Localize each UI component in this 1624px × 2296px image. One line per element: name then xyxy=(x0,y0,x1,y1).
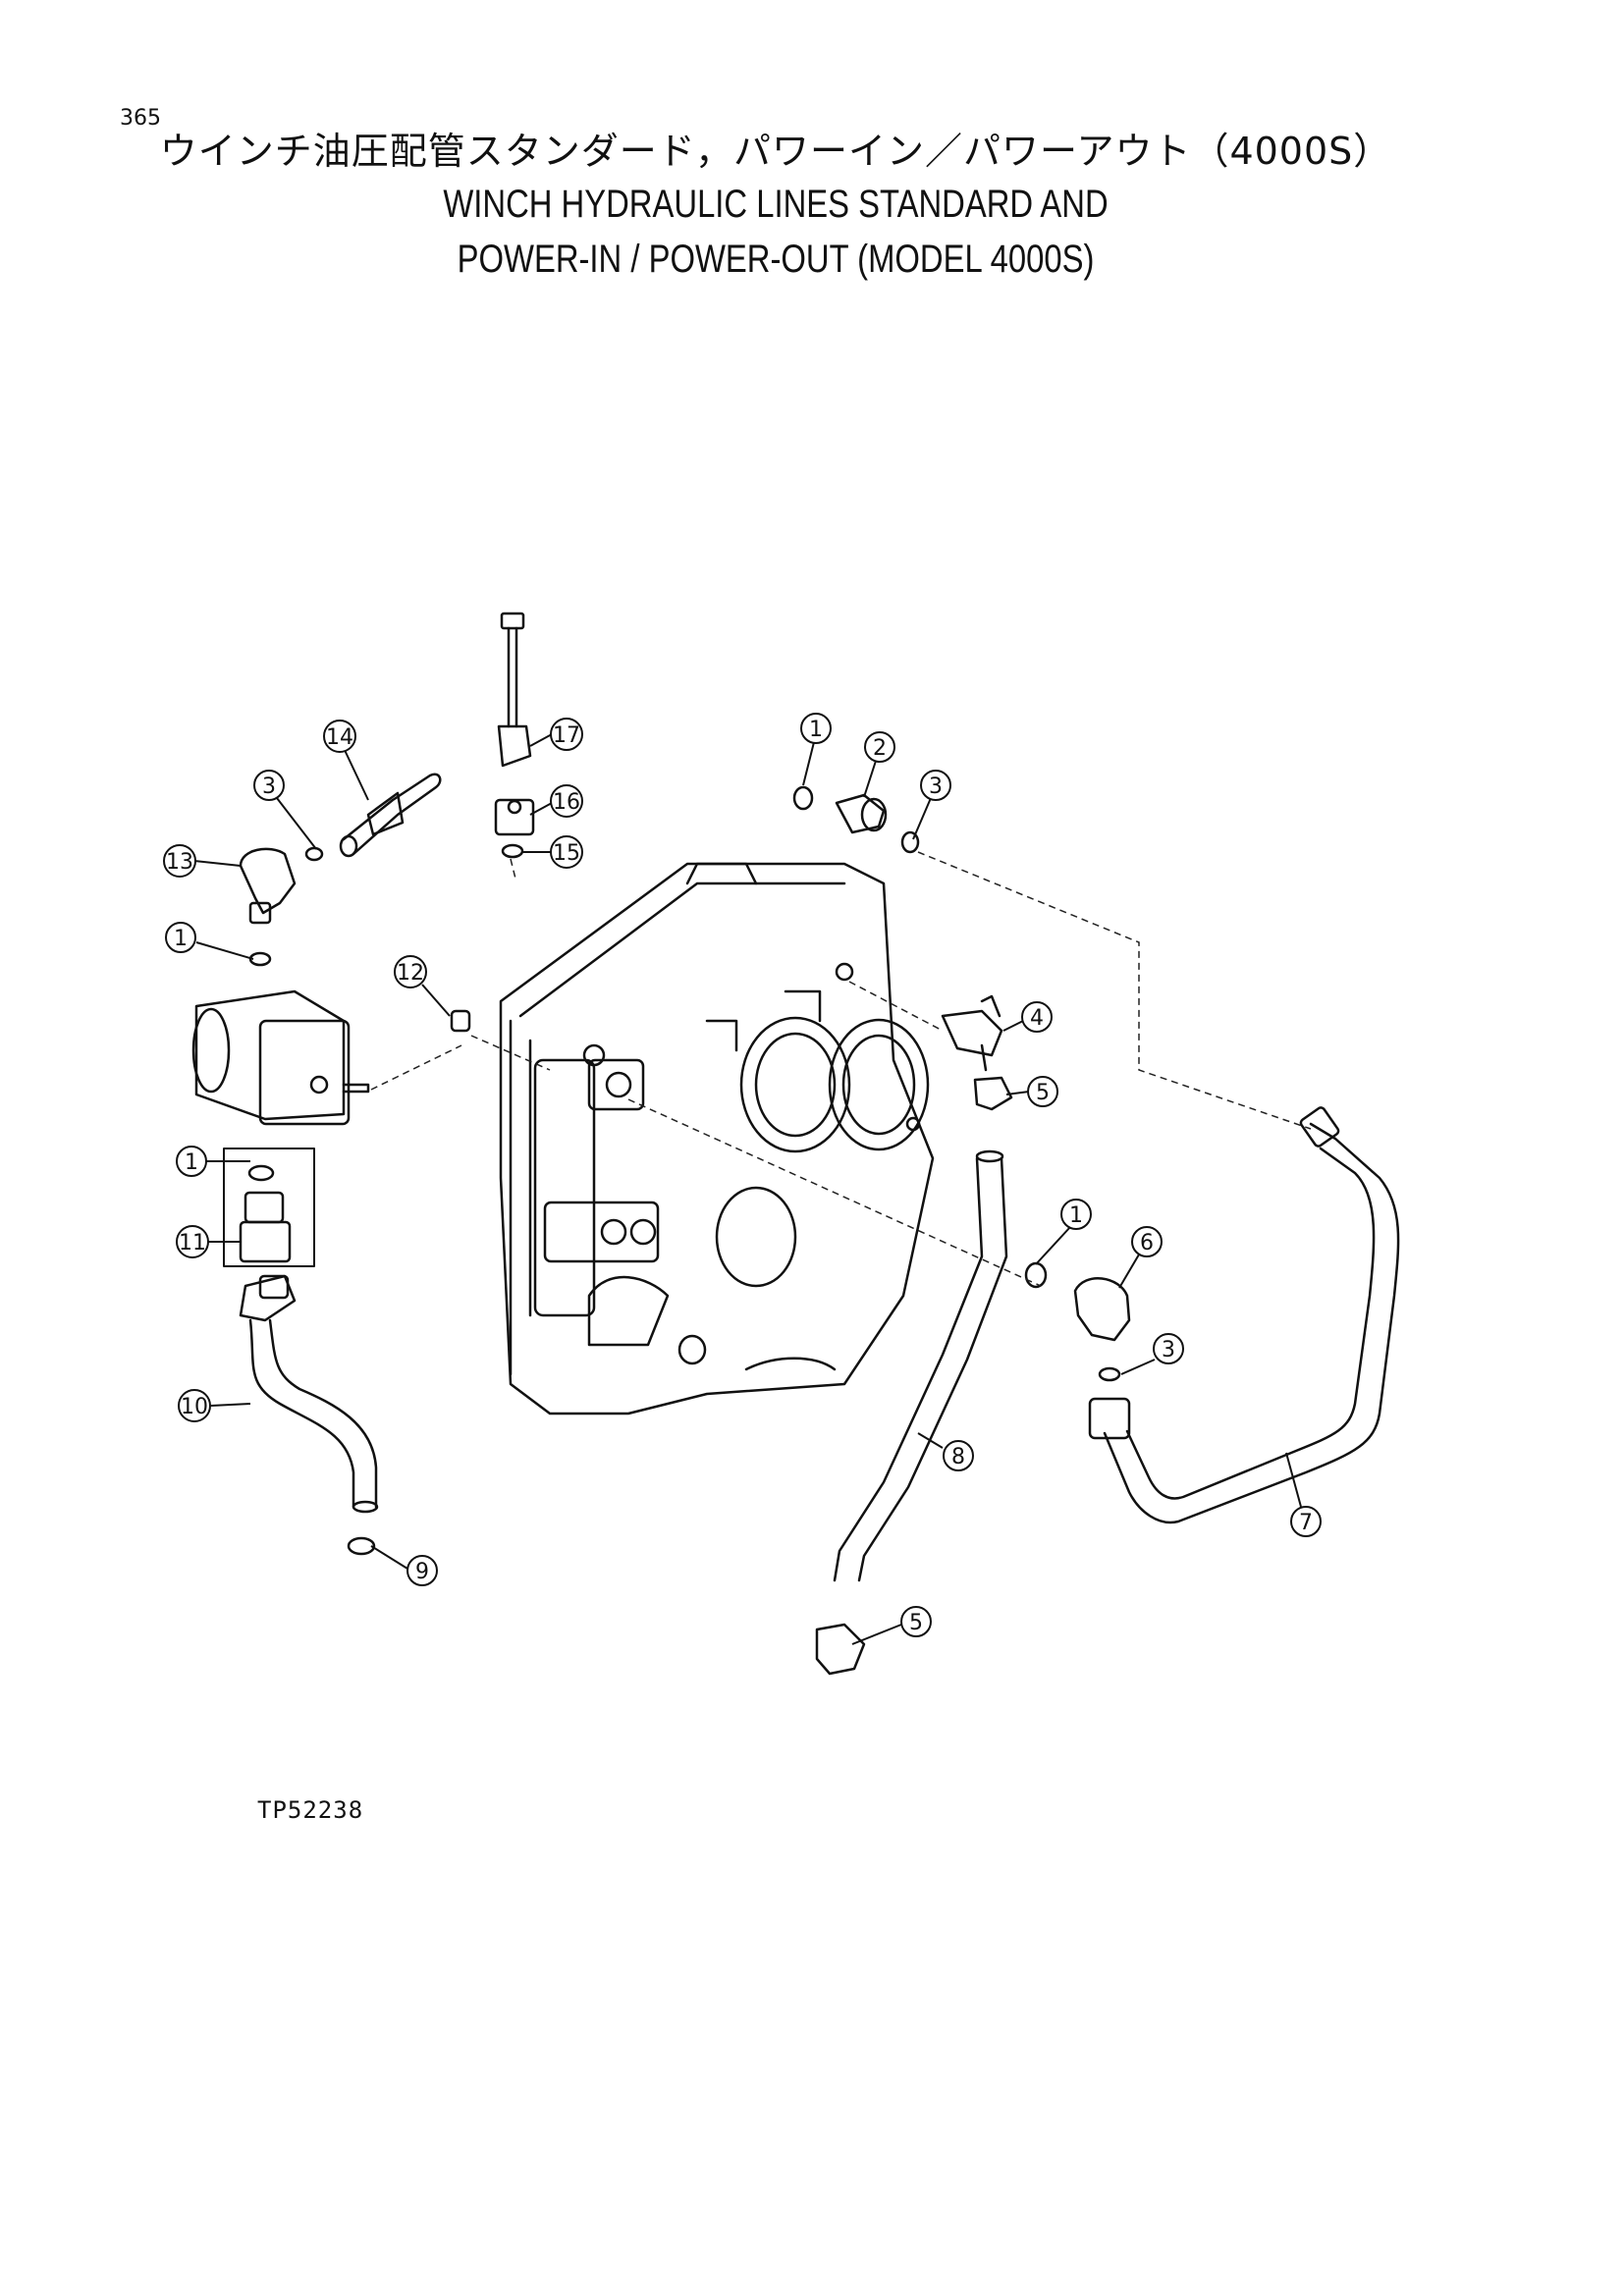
callout-12: 12 xyxy=(394,955,427,988)
part-6-elbow xyxy=(1073,1277,1131,1342)
title-block: ウインチ油圧配管スタンダード，パワーイン／パワーアウト（4000S） WINCH… xyxy=(147,126,1404,287)
callout-3-right: 3 xyxy=(1153,1333,1184,1364)
callout-10: 10 xyxy=(178,1389,211,1422)
callout-label: 6 xyxy=(1140,1231,1154,1255)
callout-label: 17 xyxy=(553,723,580,748)
callout-6: 6 xyxy=(1131,1226,1163,1257)
callout-label: 16 xyxy=(553,790,580,815)
callout-label: 13 xyxy=(166,850,193,875)
part-4-tee xyxy=(941,994,1003,1072)
callout-label: 3 xyxy=(929,774,943,799)
callout-3-top-left: 3 xyxy=(253,770,285,801)
callout-label: 11 xyxy=(179,1231,206,1255)
callout-label: 15 xyxy=(553,841,580,866)
callout-1-top: 1 xyxy=(800,713,832,744)
hydraulic-motor xyxy=(191,989,370,1126)
part-7-pipe xyxy=(1088,1106,1400,1524)
callout-5-upper: 5 xyxy=(1027,1076,1058,1107)
callout-3-top-right: 3 xyxy=(920,770,951,801)
callout-13: 13 xyxy=(163,844,196,878)
callout-label: 1 xyxy=(185,1150,198,1175)
callout-label: 5 xyxy=(909,1611,923,1635)
callout-1-left-upper: 1 xyxy=(165,922,196,953)
part-16-fitting xyxy=(494,798,535,836)
callout-label: 14 xyxy=(326,725,353,750)
callout-2: 2 xyxy=(864,731,895,763)
page-number: 365 xyxy=(120,106,161,131)
callout-8: 8 xyxy=(943,1440,974,1471)
callout-label: 1 xyxy=(174,927,188,951)
callout-label: 1 xyxy=(1069,1203,1083,1228)
callout-16: 16 xyxy=(550,784,583,818)
part-11-adapter xyxy=(239,1191,292,1263)
callout-11: 11 xyxy=(176,1225,209,1258)
callout-4: 4 xyxy=(1021,1001,1053,1033)
callout-15: 15 xyxy=(550,835,583,869)
figure-code: TP52238 xyxy=(257,1796,364,1824)
callout-label: 4 xyxy=(1030,1006,1044,1031)
callout-9: 9 xyxy=(406,1555,438,1586)
part-17-sensor xyxy=(497,612,532,768)
callout-14: 14 xyxy=(323,720,356,753)
callout-7: 7 xyxy=(1290,1506,1322,1537)
callout-label: 1 xyxy=(809,718,823,742)
callout-label: 8 xyxy=(951,1445,965,1469)
callout-label: 3 xyxy=(1162,1338,1175,1362)
callout-group: 1 2 3 3 14 17 16 15 xyxy=(163,713,1322,1637)
part-8-hose xyxy=(833,1149,1008,1582)
title-japanese: ウインチ油圧配管スタンダード，パワーイン／パワーアウト（4000S） xyxy=(159,130,1392,173)
callout-1-right: 1 xyxy=(1060,1199,1092,1230)
title-english-line2: POWER-IN / POWER-OUT (MODEL 4000S) xyxy=(457,238,1095,281)
part-10-hose xyxy=(239,1274,379,1514)
winch-housing xyxy=(499,862,935,1415)
callout-1-left-lower: 1 xyxy=(176,1146,207,1177)
callout-label: 2 xyxy=(873,736,887,761)
callout-label: 7 xyxy=(1299,1511,1313,1535)
callout-label: 9 xyxy=(415,1560,429,1584)
callout-label: 12 xyxy=(397,961,424,986)
callout-label: 5 xyxy=(1036,1081,1050,1105)
part-2-adapter xyxy=(835,793,888,834)
callout-label: 10 xyxy=(181,1395,208,1419)
callout-17: 17 xyxy=(550,718,583,751)
callout-label: 3 xyxy=(262,774,276,799)
part-14-pipe xyxy=(339,773,442,858)
part-13-elbow xyxy=(239,847,297,925)
title-english-line1: WINCH HYDRAULIC LINES STANDARD AND xyxy=(443,183,1109,226)
callout-5-lower: 5 xyxy=(900,1606,932,1637)
